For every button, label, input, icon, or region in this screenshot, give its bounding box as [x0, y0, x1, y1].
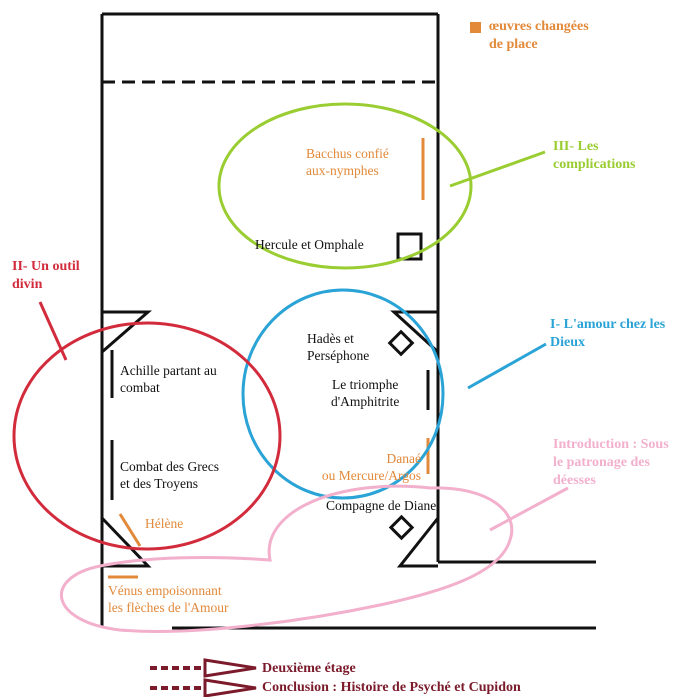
- hercule-marker: [396, 232, 423, 261]
- complications-pointer: [449, 150, 546, 188]
- section-introduction-label: Introduction : Sous le patronage des dée…: [553, 437, 669, 488]
- bottom-right-chamfer: [396, 517, 440, 568]
- conclusion-arrow-head: [203, 678, 257, 697]
- complications-ellipse: [217, 102, 473, 270]
- footer-arrows: [150, 658, 257, 697]
- legend-label: œuvres changées de place: [489, 19, 589, 52]
- painting-markers: [110, 232, 430, 541]
- work-helene-label: Hélène: [145, 516, 184, 531]
- moved-painting-markers: [108, 138, 430, 579]
- work-hercule-label: Hercule et Omphale: [255, 237, 364, 252]
- helene-marker: [118, 513, 142, 547]
- bottom-left-chamfer: [100, 516, 152, 568]
- work-combat-label: Combat des Grecs et des Troyens: [120, 459, 219, 491]
- work-amphitrite-label: Le triomphe d'Amphitrite: [331, 377, 400, 409]
- introduction-pointer: [489, 486, 569, 532]
- work-bacchus-label: Bacchus confié aux-nymphes: [306, 146, 389, 178]
- deuxieme-etage-arrow-head: [203, 658, 257, 678]
- work-diane-label: Compagne de Diane: [326, 498, 437, 513]
- amour-dieux-ellipse: [241, 288, 445, 500]
- work-hades-label: Hadès et Perséphone: [307, 331, 370, 363]
- amour-dieux-pointer: [467, 342, 547, 390]
- room-walls: [100, 12, 596, 630]
- work-danae-label: Danaé ou Mercure/Argos: [321, 451, 421, 483]
- top-right-chamfer: [390, 310, 440, 354]
- work-venus-label: Vénus empoisonnant les flèches de l'Amou…: [108, 583, 229, 615]
- work-achille-label: Achille partant au combat: [120, 363, 217, 395]
- top-left-chamfer: [101, 310, 153, 354]
- footer-conclusion: Conclusion : Histoire de Psyché et Cupid…: [262, 680, 521, 695]
- outil-divin-pointer: [38, 301, 68, 361]
- outil-divin-ellipse: [12, 321, 282, 551]
- footer-deuxieme-etage: Deuxième étage: [262, 661, 356, 676]
- section-complications-label: III- Les complications: [553, 139, 636, 172]
- section-amour-dieux-label: I- L'amour chez les Dieux: [550, 317, 666, 350]
- legend-swatch: [470, 22, 481, 33]
- section-outil-divin-label: II- Un outil divin: [12, 259, 80, 292]
- corner-walls: [100, 310, 440, 568]
- introduction-cloud: [59, 484, 514, 633]
- hades-marker: [387, 329, 415, 357]
- diane-marker: [388, 514, 415, 541]
